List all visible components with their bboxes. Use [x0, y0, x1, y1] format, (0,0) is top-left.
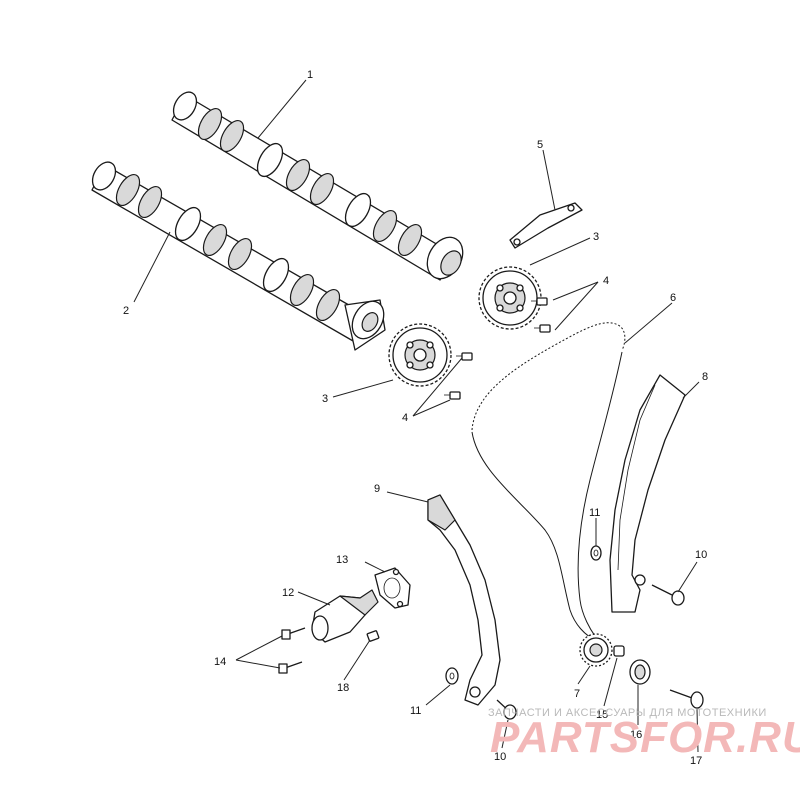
callout-3-lower: 3 [322, 393, 328, 405]
callout-labels: 1 2 3 3 4 4 5 6 7 8 9 10 10 11 11 12 13 … [123, 69, 708, 767]
callout-2: 2 [123, 305, 129, 317]
crank-sprocket [579, 633, 613, 667]
tensioner-gasket [374, 567, 411, 609]
callout-10-right: 10 [695, 549, 707, 561]
callout-8: 8 [702, 371, 708, 383]
camshaft-exhaust [171, 91, 464, 281]
chain-guide-fixed [609, 374, 686, 613]
chain-tensioner-guide [427, 494, 501, 706]
callout-5: 5 [537, 139, 543, 151]
callout-14: 14 [214, 656, 226, 668]
watermark: ЗАПЧАСТИ И АКСЕССУАРЫ ДЛЯ МОТОТЕХНИКИ PA… [488, 707, 800, 762]
callout-16: 16 [630, 729, 642, 741]
tensioner-bolts [278, 627, 306, 674]
callout-18: 18 [337, 682, 349, 694]
spacer [613, 645, 625, 657]
callout-12: 12 [282, 587, 294, 599]
watermark-tagline: ЗАПЧАСТИ И АКСЕССУАРЫ ДЛЯ МОТОТЕХНИКИ [488, 707, 767, 719]
callout-17: 17 [690, 755, 702, 767]
sprocket-bolts [444, 297, 551, 400]
oil-seal [629, 659, 651, 685]
cam-sprocket-upper [478, 266, 542, 330]
camshaft-intake [91, 161, 386, 351]
callout-9: 9 [374, 483, 380, 495]
timing-chain [471, 322, 626, 641]
chain-guide-bracket [509, 202, 583, 249]
tensioner-plug [366, 630, 380, 642]
callout-13: 13 [336, 554, 348, 566]
callout-4-lower: 4 [402, 412, 408, 424]
callout-10-bottom: 10 [494, 751, 506, 763]
watermark-brand: PARTSFOR.RU [490, 713, 800, 762]
washers [445, 545, 602, 685]
guide-bolts [496, 584, 685, 720]
leader-lines [133, 79, 700, 753]
callout-3-upper: 3 [593, 231, 599, 243]
callout-11-right: 11 [589, 507, 600, 519]
callout-15: 15 [596, 709, 608, 721]
callout-1: 1 [307, 69, 313, 81]
callout-11-left: 11 [410, 705, 421, 717]
chain-tensioner [311, 589, 379, 643]
callout-6: 6 [670, 292, 676, 304]
cam-sprocket-lower [388, 323, 452, 387]
callout-4-upper: 4 [603, 275, 609, 287]
crank-bolt [669, 689, 704, 709]
callout-7: 7 [574, 688, 580, 700]
